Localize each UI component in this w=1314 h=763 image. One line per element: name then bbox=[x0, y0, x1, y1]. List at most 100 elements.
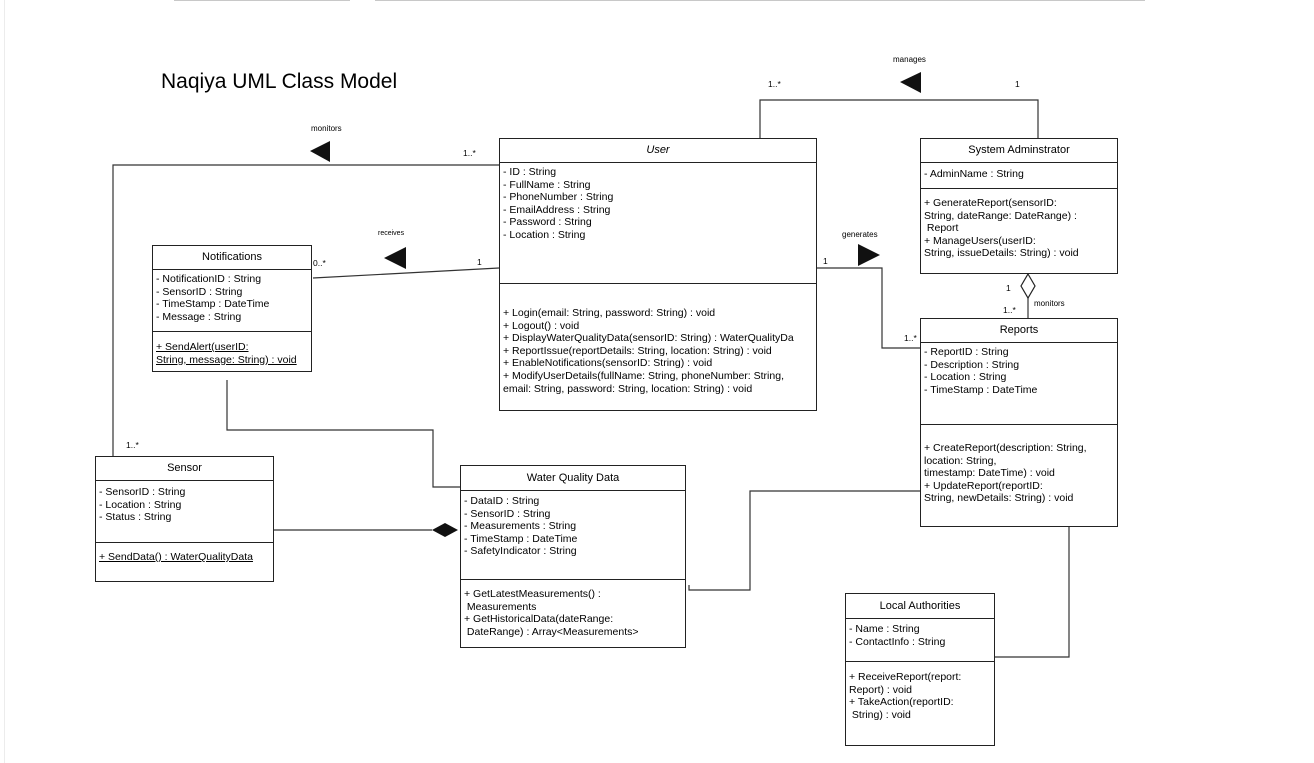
operation: + EnableNotifications(sensorID: String) … bbox=[503, 357, 713, 370]
attribute: - PhoneNumber : String bbox=[503, 191, 614, 204]
operation: Report bbox=[924, 222, 959, 235]
diagram-title: Naqiya UML Class Model bbox=[161, 70, 398, 93]
attribute: - EmailAddress : String bbox=[503, 203, 611, 216]
class-sensor-name: Sensor bbox=[96, 457, 273, 481]
composition-diamond bbox=[432, 523, 458, 537]
class-admin-name: System Adminstrator bbox=[921, 139, 1117, 163]
monitors-user-multiplicity: 1..* bbox=[463, 148, 476, 158]
monitors-association-line bbox=[112, 164, 499, 456]
operation: String, dateRange: DateRange) : bbox=[924, 209, 1077, 222]
attribute: - Location : String bbox=[924, 371, 1007, 384]
class-local-authorities: Local Authorities - Name : String - Cont… bbox=[845, 593, 995, 746]
attribute: - AdminName : String bbox=[924, 168, 1024, 180]
receives-user-multiplicity: 1 bbox=[477, 257, 482, 267]
operation: + ManageUsers(userID: bbox=[924, 234, 1036, 247]
class-wqd-operations: + GetLatestMeasurements() : Measurements… bbox=[461, 580, 685, 641]
operation: + GenerateReport(sensorID: bbox=[924, 197, 1057, 209]
operation: Measurements bbox=[464, 600, 537, 613]
attribute: - FullName : String bbox=[503, 178, 591, 191]
class-wqd-attributes: - DataID : String - SensorID : String - … bbox=[461, 491, 685, 580]
class-admin-operations: + GenerateReport(sensorID: String, dateR… bbox=[921, 189, 1117, 263]
wqd-reports-line bbox=[688, 490, 930, 591]
class-sensor: Sensor - SensorID : String - Location : … bbox=[95, 456, 274, 582]
operation: + CreateReport(description: String, bbox=[924, 442, 1087, 454]
operation: + ReportIssue(reportDetails: String, loc… bbox=[503, 344, 772, 357]
class-notifications-operations: + SendAlert(userID: String, message: Str… bbox=[153, 332, 311, 369]
aggregation-reports-multiplicity: 1..* bbox=[1003, 305, 1016, 315]
operation: + GetHistoricalData(dateRange: bbox=[464, 613, 614, 626]
manages-user-multiplicity: 1..* bbox=[768, 79, 781, 89]
operation: + ModifyUserDetails(fullName: String, ph… bbox=[503, 369, 784, 382]
attribute: - Location : String bbox=[503, 228, 586, 241]
class-system-administrator: System Adminstrator - AdminName : String… bbox=[920, 138, 1118, 274]
receives-label: receives bbox=[378, 230, 405, 237]
reports-authorities-line bbox=[995, 527, 1070, 658]
operation: + DisplayWaterQualityData(sensorID: Stri… bbox=[503, 332, 794, 345]
class-reports-attributes: - ReportID : String - Description : Stri… bbox=[921, 343, 1117, 425]
attribute: - SensorID : String bbox=[99, 486, 186, 498]
operation: + Login(email: String, password: String)… bbox=[503, 307, 716, 319]
manages-direction-arrow bbox=[900, 72, 921, 93]
generates-user-multiplicity: 1 bbox=[823, 256, 828, 266]
manages-admin-multiplicity: 1 bbox=[1015, 79, 1020, 89]
monitors-sensor-label: monitors bbox=[311, 124, 342, 133]
receives-direction-arrow bbox=[384, 247, 406, 269]
attribute: - ReportID : String bbox=[924, 346, 1009, 358]
attribute: - Measurements : String bbox=[464, 520, 577, 533]
operation: String, newDetails: String) : void bbox=[924, 492, 1074, 505]
monitors-reports-label: monitors bbox=[1034, 299, 1065, 308]
generates-label: generates bbox=[842, 230, 878, 239]
class-user-name: User bbox=[500, 139, 816, 163]
class-user: User - ID : String - FullName : String -… bbox=[499, 138, 817, 411]
operation: + TakeAction(reportID: bbox=[849, 696, 954, 709]
attribute: - SensorID : String bbox=[156, 285, 243, 298]
aggregation-admin-multiplicity: 1 bbox=[1006, 283, 1011, 293]
attribute: - ID : String bbox=[503, 166, 557, 178]
operation: String, message: String) : void bbox=[156, 353, 297, 366]
class-notifications-name: Notifications bbox=[153, 246, 311, 270]
operation: timestamp: DateTime) : void bbox=[924, 467, 1055, 480]
operation: String, issueDetails: String) : void bbox=[924, 247, 1079, 260]
attribute: - ContactInfo : String bbox=[849, 635, 946, 648]
receives-association-line bbox=[312, 267, 500, 279]
attribute: - TimeStamp : DateTime bbox=[156, 298, 270, 311]
attribute: - TimeStamp : DateTime bbox=[464, 532, 578, 545]
attribute: - Message : String bbox=[156, 310, 242, 323]
class-notifications-attributes: - NotificationID : String - SensorID : S… bbox=[153, 270, 311, 332]
operation: + UpdateReport(reportID: bbox=[924, 479, 1043, 492]
operation: + Logout() : void bbox=[503, 319, 580, 332]
attribute: - SafetyIndicator : String bbox=[464, 545, 577, 558]
generates-association-line bbox=[817, 267, 920, 349]
attribute: - NotificationID : String bbox=[156, 273, 262, 285]
manages-label: manages bbox=[893, 55, 926, 64]
class-reports-operations: + CreateReport(description: String, loca… bbox=[921, 425, 1117, 508]
class-water-quality-data: Water Quality Data - DataID : String - S… bbox=[460, 465, 686, 648]
attribute: - SensorID : String bbox=[464, 507, 551, 520]
attribute: - Location : String bbox=[99, 498, 182, 511]
manages-association-line bbox=[759, 99, 1039, 138]
operation: + SendData() : WaterQualityData bbox=[99, 551, 253, 563]
class-sensor-attributes: - SensorID : String - Location : String … bbox=[96, 481, 273, 543]
operation: email: String, password: String, locatio… bbox=[503, 382, 753, 395]
attribute: - Name : String bbox=[849, 623, 920, 635]
class-authorities-attributes: - Name : String - ContactInfo : String bbox=[846, 619, 994, 662]
operation: + SendAlert(userID: bbox=[156, 341, 249, 353]
aggregation-diamond bbox=[1020, 272, 1036, 300]
receives-notifications-multiplicity: 0..* bbox=[313, 258, 326, 268]
generates-reports-multiplicity: 1..* bbox=[904, 333, 917, 343]
attribute: - DataID : String bbox=[464, 495, 540, 507]
class-user-attributes: - ID : String - FullName : String - Phon… bbox=[500, 163, 816, 284]
attribute: - Status : String bbox=[99, 511, 172, 524]
generates-direction-arrow bbox=[858, 244, 880, 266]
operation: String) : void bbox=[849, 708, 911, 721]
class-reports-name: Reports bbox=[921, 319, 1117, 343]
operation: DateRange) : Array<Measurements> bbox=[464, 625, 639, 638]
operation: + GetLatestMeasurements() : bbox=[464, 588, 601, 600]
attribute: - TimeStamp : DateTime bbox=[924, 383, 1038, 396]
attribute: - Password : String bbox=[503, 216, 592, 229]
class-authorities-name: Local Authorities bbox=[846, 594, 994, 619]
class-notifications: Notifications - NotificationID : String … bbox=[152, 245, 312, 372]
attribute: - Description : String bbox=[924, 358, 1020, 371]
class-wqd-name: Water Quality Data bbox=[461, 466, 685, 491]
